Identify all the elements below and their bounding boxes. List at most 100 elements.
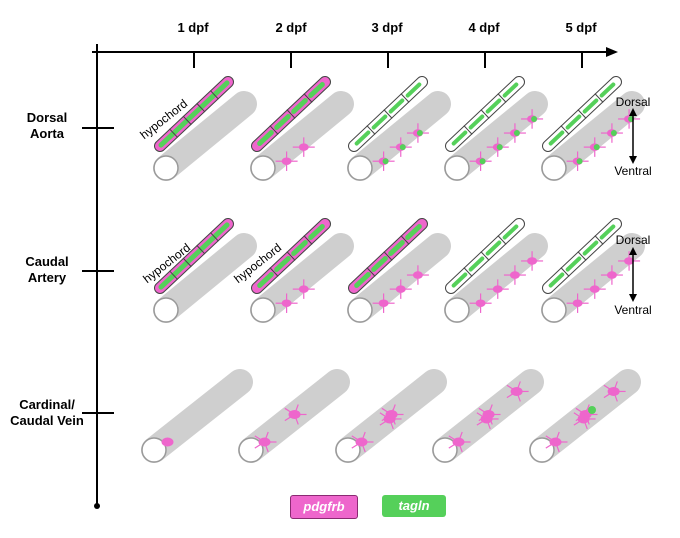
hypochord-cell-border <box>182 257 192 268</box>
pericyte-process <box>263 441 269 453</box>
hypochord-cell-border <box>209 232 219 242</box>
hypochord-cell-border <box>383 251 393 261</box>
vessel-vein-col-4 <box>432 369 544 463</box>
pericyte-process <box>573 418 584 426</box>
vessel-vein-col-5 <box>529 369 641 463</box>
pericyte-process <box>613 391 618 402</box>
vessel-lumen-opening <box>238 437 264 463</box>
vessel-tube <box>153 91 257 181</box>
vessel-vein-col-2 <box>238 369 350 463</box>
tagln-signal <box>308 224 325 240</box>
tagln-signal <box>405 224 422 240</box>
tagln-signal <box>451 130 468 146</box>
pericyte-process <box>381 407 392 415</box>
vessel-tube <box>347 91 451 181</box>
tagln-signal <box>548 272 565 288</box>
hypochord-cell-border <box>400 93 410 103</box>
vessel-lumen-opening <box>250 155 276 181</box>
vessel-tube <box>153 233 257 323</box>
tagln-signal <box>416 130 423 137</box>
tagln-signal <box>158 131 176 148</box>
column-label-4dpf: 4 dpf <box>468 20 500 35</box>
x-axis-arrowhead <box>606 47 618 57</box>
pericyte-process <box>254 441 265 449</box>
hypochord-cell-border <box>383 109 393 119</box>
hypochord-cell-border <box>366 125 376 135</box>
vessel-tube <box>444 233 548 323</box>
pericyte-process <box>389 408 394 420</box>
vessel-ca-col-2 <box>250 218 354 323</box>
hypochord-cell-border <box>286 251 296 261</box>
pericyte-process <box>389 418 394 430</box>
tagln-signal <box>485 98 502 114</box>
vessel-lumen-opening <box>444 297 470 323</box>
pericyte-process <box>379 412 390 420</box>
tagln-signal <box>199 93 216 110</box>
pericyte-process <box>263 431 269 443</box>
dorsal-arrowhead-2 <box>629 247 637 255</box>
vessel-ca-col-4 <box>444 218 548 323</box>
pericyte-process <box>516 381 521 392</box>
tagln-signal <box>548 130 565 146</box>
y-axis-end-dot <box>94 503 100 509</box>
tagln-signal <box>405 82 422 98</box>
tagln-signal <box>354 272 371 288</box>
tagln-signal <box>257 272 274 288</box>
vessel-tube <box>444 91 548 181</box>
vessel-vein-col-1 <box>141 369 253 463</box>
hypochord-cell-border <box>196 244 206 255</box>
tagln-signal <box>274 256 291 272</box>
tagln-signal <box>257 130 274 146</box>
pericyte-process <box>486 418 491 430</box>
vessel-tube <box>250 233 354 323</box>
hypochord-cell-border <box>209 90 219 100</box>
hypochord-cell-border <box>463 125 473 135</box>
pericyte-process <box>476 412 487 420</box>
dorsal-arrowhead-1 <box>629 108 637 116</box>
pericyte-process <box>573 412 584 420</box>
pericyte-process <box>284 407 295 415</box>
hypochord-cell-border <box>560 267 570 277</box>
hypochord-cell-border <box>303 235 313 245</box>
ventral-label-row1: Ventral <box>614 164 652 178</box>
pericyte-process <box>448 441 459 449</box>
pericyte-process <box>360 431 366 443</box>
pericyte-process <box>603 384 614 392</box>
pericyte-process <box>545 441 556 449</box>
vessel-lumen-opening <box>541 297 567 323</box>
vessel-lumen-opening <box>432 437 458 463</box>
hypochord-cell-border <box>560 125 570 135</box>
tagln-signal <box>354 130 371 146</box>
tagln-signal <box>576 158 583 165</box>
column-label-3dpf: 3 dpf <box>371 20 403 35</box>
column-label-5dpf: 5 dpf <box>565 20 597 35</box>
tagln-signal <box>371 256 388 272</box>
pericyte-process <box>254 435 265 443</box>
vessel-lumen-opening <box>444 155 470 181</box>
row-label-dorsal-aorta: Dorsal Aorta <box>26 110 68 141</box>
tagln-signal <box>388 240 405 256</box>
tagln-signal <box>531 115 538 122</box>
vessel-da-col-4 <box>444 76 548 181</box>
tagln-signal <box>199 235 216 252</box>
pericyte-process <box>506 384 517 392</box>
tagln-signal <box>582 98 599 114</box>
pericyte-process <box>351 435 362 443</box>
vessel-ca-col-1 <box>153 218 257 323</box>
vessel-lumen-opening <box>250 297 276 323</box>
vessel-ca-col-5 <box>541 218 645 323</box>
hypochord-cell-border <box>480 251 490 261</box>
vessel-lumen-opening <box>347 297 373 323</box>
tagln-signal <box>185 106 203 122</box>
legend-pdgfrb: pdgfrb <box>290 495 358 519</box>
dorsal-label-row2: Dorsal <box>615 233 651 247</box>
tagln-signal <box>185 248 203 264</box>
vessel-tube <box>347 233 451 323</box>
hypochord-cell-border <box>366 267 376 277</box>
pericyte-process <box>554 441 560 453</box>
vessel-vein-col-3 <box>335 369 447 463</box>
pericyte-process <box>293 414 299 425</box>
tagln-signal <box>291 240 308 256</box>
hypochord-cell-border <box>286 109 296 119</box>
pericyte-process <box>457 441 463 453</box>
